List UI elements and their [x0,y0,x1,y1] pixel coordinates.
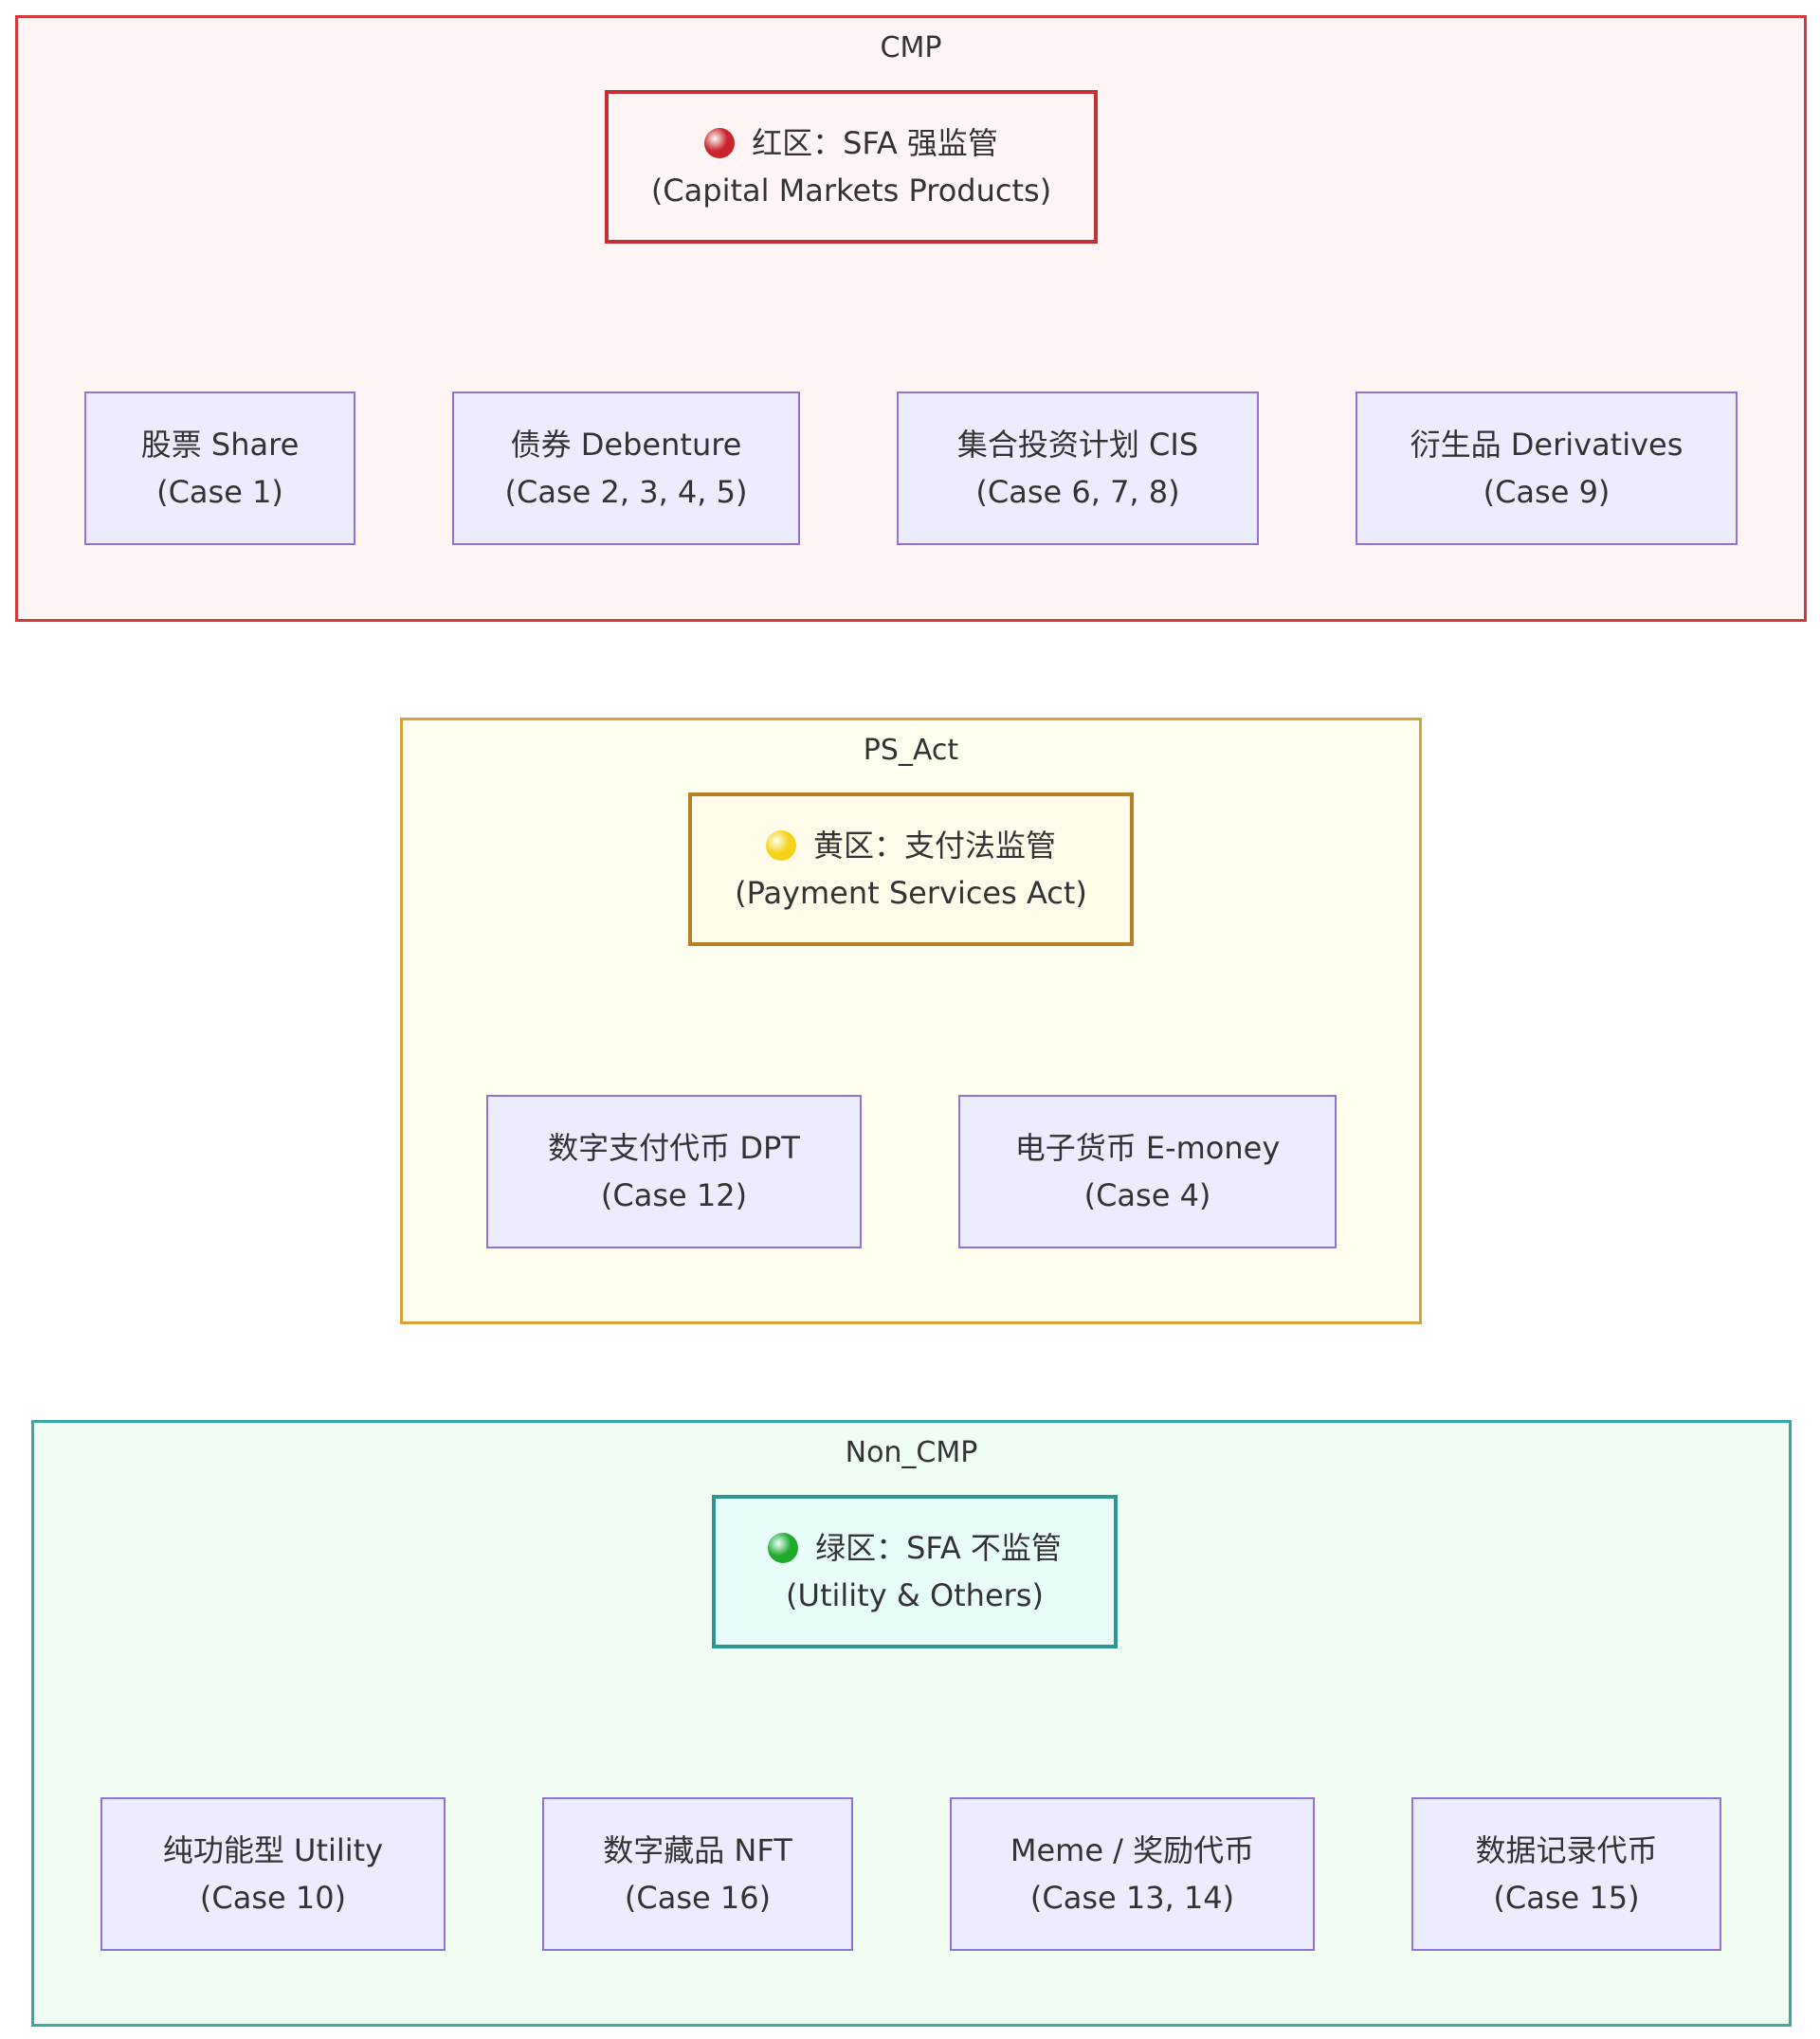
node-case: (Case 2, 3, 4, 5) [504,474,748,510]
node-subtitle: (Payment Services Act) [735,875,1087,911]
node-dpt[interactable]: 数字支付代币 DPT (Case 12) [486,1095,862,1248]
node-title: 衍生品 Derivatives [1410,427,1684,463]
node-case: (Case 12) [600,1177,748,1213]
green-circle-icon [768,1533,799,1563]
node-case: (Case 6, 7, 8) [975,474,1180,510]
node-case: (Case 1) [156,474,283,510]
node-case: (Case 4) [1083,1177,1211,1213]
node-case: (Case 9) [1483,474,1611,510]
node-nft[interactable]: 数字藏品 NFT (Case 16) [542,1797,853,1951]
node-data-record[interactable]: 数据记录代币 (Case 15) [1411,1797,1721,1951]
node-green-zone[interactable]: 绿区：SFA 不监管 (Utility & Others) [712,1495,1118,1648]
yellow-circle-icon [765,830,796,861]
node-title: 电子货币 E-money [1014,1130,1281,1166]
cluster-title: PS_Act [863,734,959,767]
node-derivatives[interactable]: 衍生品 Derivatives (Case 9) [1356,391,1738,545]
node-title: Meme / 奖励代币 [1010,1832,1255,1868]
node-meme-reward[interactable]: Meme / 奖励代币 (Case 13, 14) [950,1797,1315,1951]
node-case: (Case 10) [199,1880,347,1916]
node-title: 集合投资计划 CIS [956,427,1199,463]
node-e-money[interactable]: 电子货币 E-money (Case 4) [958,1095,1337,1248]
node-cis[interactable]: 集合投资计划 CIS (Case 6, 7, 8) [897,391,1259,545]
node-yellow-zone[interactable]: 黄区：支付法监管 (Payment Services Act) [688,792,1134,946]
red-circle-icon [704,128,736,158]
node-title: 股票 Share [140,427,300,463]
node-case: (Case 16) [624,1880,772,1916]
node-subtitle: (Capital Markets Products) [650,173,1052,209]
node-subtitle: (Utility & Others) [786,1577,1044,1613]
node-debenture[interactable]: 债券 Debenture (Case 2, 3, 4, 5) [452,391,800,545]
node-title: 数据记录代币 [1475,1832,1658,1868]
node-title: 黄区：支付法监管 [812,828,1056,864]
node-share[interactable]: 股票 Share (Case 1) [84,391,355,545]
node-title: 红区：SFA 强监管 [752,125,998,161]
node-title: 绿区：SFA 不监管 [815,1530,1062,1566]
node-title: 数字支付代币 DPT [548,1130,800,1166]
node-utility[interactable]: 纯功能型 Utility (Case 10) [100,1797,446,1951]
node-case: (Case 15) [1493,1880,1640,1916]
node-title: 数字藏品 NFT [603,1832,792,1868]
node-title: 纯功能型 Utility [162,1832,384,1868]
node-red-zone[interactable]: 红区：SFA 强监管 (Capital Markets Products) [605,90,1098,244]
cluster-title: Non_CMP [845,1436,978,1469]
node-title: 债券 Debenture [510,427,742,463]
node-case: (Case 13, 14) [1029,1880,1235,1916]
cluster-title: CMP [880,31,942,64]
